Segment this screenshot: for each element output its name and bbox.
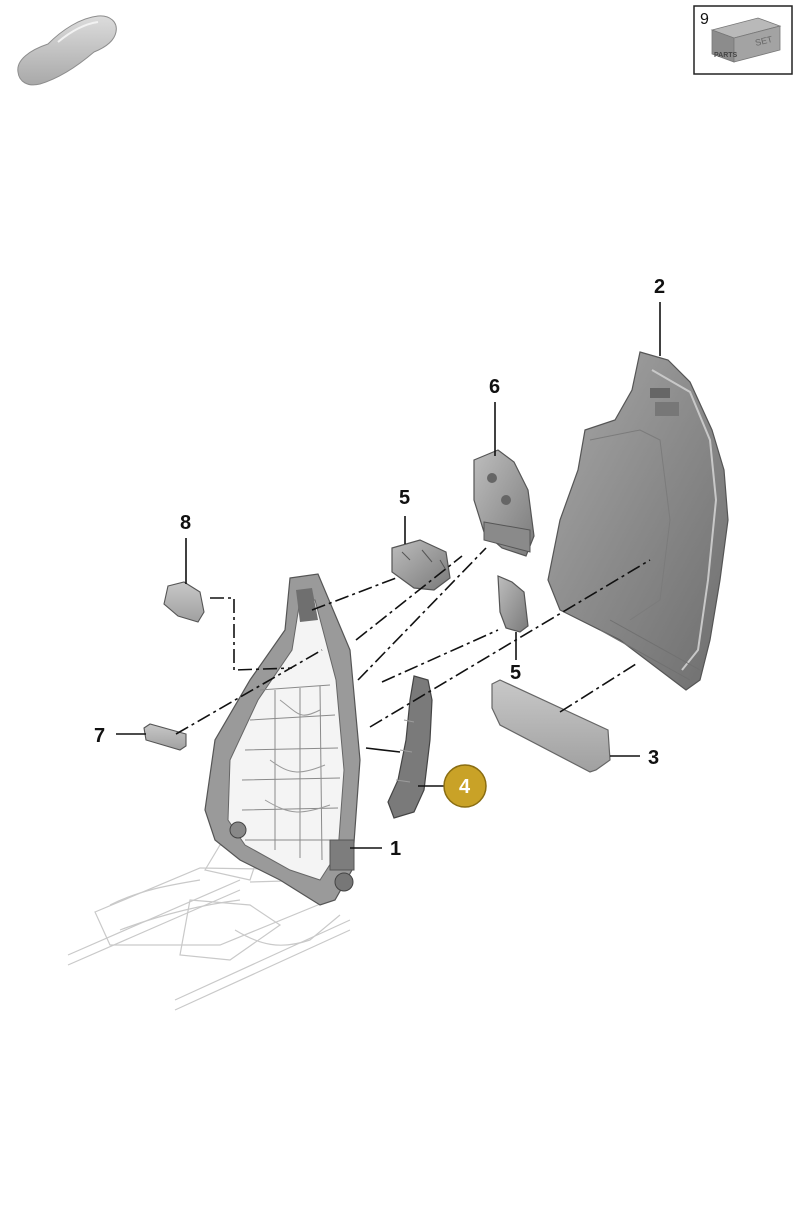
- callout-7[interactable]: 7: [94, 725, 105, 747]
- seat-frame: [204, 573, 361, 906]
- callout-3[interactable]: 3: [648, 747, 659, 769]
- car-silhouette-icon: [17, 15, 117, 86]
- parts-box-label: PARTS: [714, 52, 738, 59]
- callout-4: 4: [459, 776, 471, 798]
- parts-box-side-label: SET: [754, 34, 774, 48]
- highlight-circle: [443, 764, 487, 808]
- side-panel: [387, 675, 433, 819]
- callout-9: 9: [700, 11, 709, 28]
- small-cover: [143, 723, 187, 751]
- alignment-lines: [175, 547, 651, 735]
- lower-cover: [491, 679, 611, 773]
- callout-1[interactable]: 1: [390, 838, 401, 860]
- callout-6[interactable]: 6: [489, 376, 500, 398]
- upper-trim: [163, 581, 205, 623]
- backrest-shell: [547, 351, 729, 691]
- parts-set-box[interactable]: 9 PARTS SET: [693, 5, 793, 75]
- leader-lines: [116, 302, 661, 849]
- callout-5-lower[interactable]: 5: [510, 662, 521, 684]
- parts-box-icon: PARTS SET: [710, 17, 782, 63]
- callout-2[interactable]: 2: [654, 276, 665, 298]
- callout-4-highlight[interactable]: 4: [443, 764, 487, 808]
- callout-8[interactable]: 8: [180, 512, 191, 534]
- bracket-upper: [391, 539, 451, 591]
- callout-5-upper[interactable]: 5: [399, 487, 410, 509]
- bracket-lower: [497, 575, 529, 633]
- headrest-guide: [473, 449, 535, 557]
